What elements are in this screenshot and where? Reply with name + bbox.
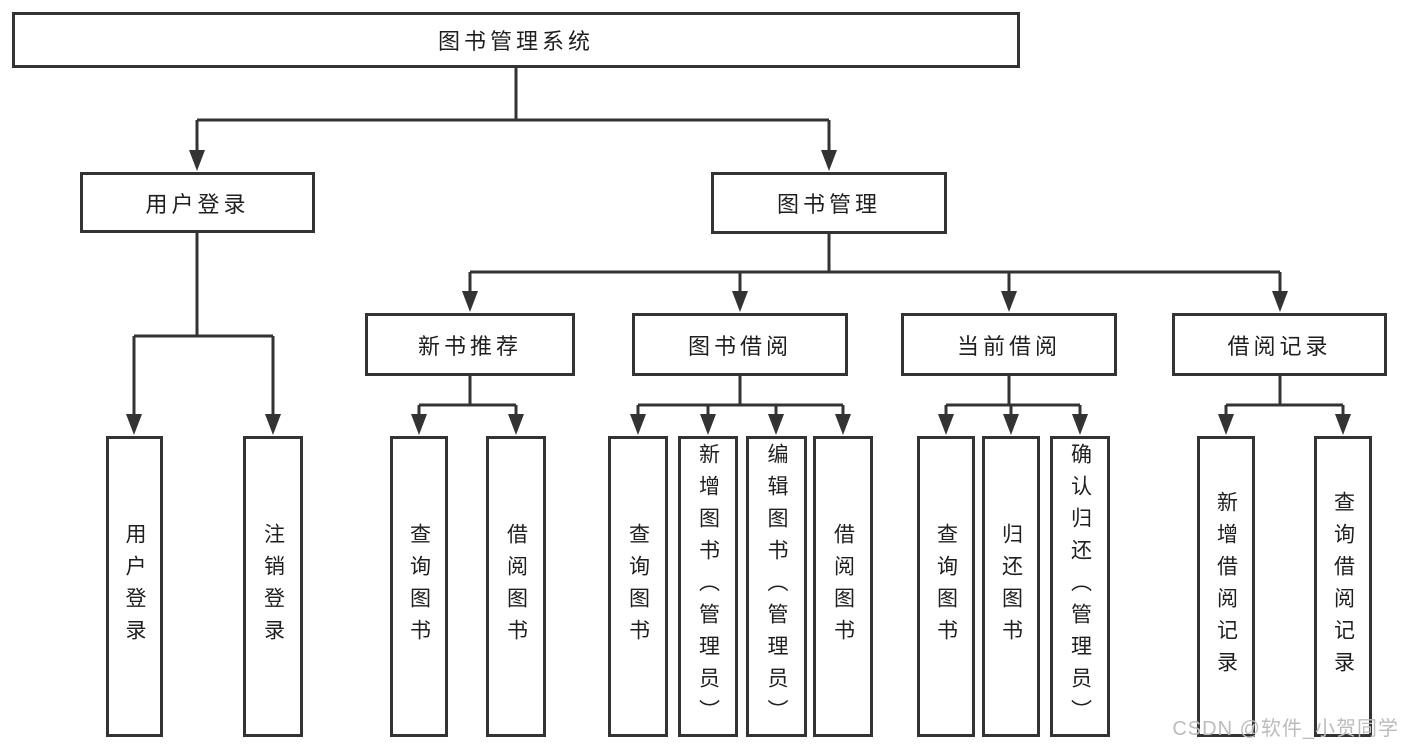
arrowhead xyxy=(265,414,281,435)
leaf-add-books-admin: 新增图书（管理员） xyxy=(678,436,738,737)
connector-borrow-record-children xyxy=(1218,376,1351,435)
arrowhead xyxy=(732,291,748,312)
node-user-login: 用户登录 xyxy=(80,172,315,233)
leaf-borrow-books: 借阅图书 xyxy=(813,436,873,737)
watermark: CSDN @软件_小贺同学 xyxy=(1172,718,1399,740)
arrowhead xyxy=(630,414,646,435)
arrowhead xyxy=(1072,414,1088,435)
node-book-mgmt: 图书管理 xyxy=(711,172,947,234)
leaf-logout: 注销登录 xyxy=(243,436,303,737)
leaf-borrow-books-rec: 借阅图书 xyxy=(486,436,546,737)
arrowhead xyxy=(1335,414,1351,435)
leaf-return-books: 归还图书 xyxy=(982,436,1040,737)
connector-user-login-children xyxy=(126,233,281,435)
arrowhead xyxy=(938,414,954,435)
arrowhead xyxy=(700,414,716,435)
arrowhead xyxy=(835,414,851,435)
node-new-book-rec: 新书推荐 xyxy=(365,313,575,376)
leaf-add-borrow-record: 新增借阅记录 xyxy=(1197,436,1255,737)
leaf-query-books-current: 查询图书 xyxy=(917,436,975,737)
arrowhead xyxy=(411,414,427,435)
leaf-query-books-rec: 查询图书 xyxy=(390,436,448,737)
arrowhead xyxy=(126,414,142,435)
connector-current-borrow-children xyxy=(938,376,1088,435)
node-current-borrow: 当前借阅 xyxy=(901,313,1117,376)
arrowhead xyxy=(1218,414,1234,435)
leaf-edit-books-admin: 编辑图书（管理员） xyxy=(746,436,807,737)
arrowhead xyxy=(462,291,478,312)
connector-book-borrow-children xyxy=(630,376,851,435)
leaf-query-books-borrow: 查询图书 xyxy=(608,436,668,737)
node-root: 图书管理系统 xyxy=(12,12,1020,68)
connector-new-book-rec-children xyxy=(411,376,524,435)
connector-book-mgmt-children xyxy=(462,234,1288,312)
arrowhead xyxy=(1272,291,1288,312)
arrowhead xyxy=(1001,291,1017,312)
connector-root-to-level2 xyxy=(189,68,837,171)
node-borrow-record: 借阅记录 xyxy=(1172,313,1387,376)
leaf-query-borrow-record: 查询借阅记录 xyxy=(1314,436,1372,737)
arrowhead xyxy=(1003,414,1019,435)
arrowhead xyxy=(189,150,205,171)
arrowhead xyxy=(821,150,837,171)
leaf-user-login: 用户登录 xyxy=(106,436,163,737)
arrowhead xyxy=(768,414,784,435)
leaf-confirm-return-admin: 确认归还（管理员） xyxy=(1050,436,1110,737)
node-book-borrow: 图书借阅 xyxy=(632,313,848,376)
arrowhead xyxy=(508,414,524,435)
